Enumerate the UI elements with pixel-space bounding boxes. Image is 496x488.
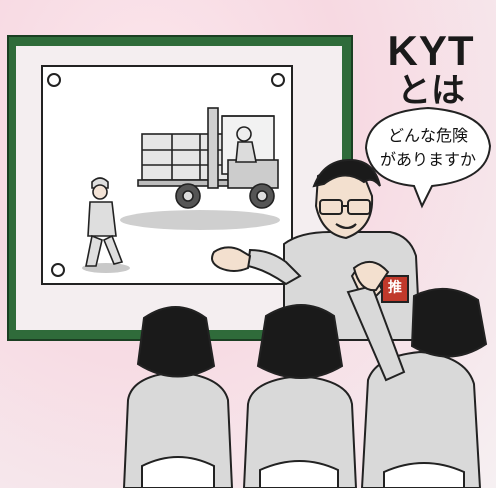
title-sub: とは — [397, 71, 465, 111]
speech-line-2: がありますか — [379, 150, 476, 169]
pin-bottom-left — [51, 263, 65, 277]
page-title: KYT とは — [372, 27, 490, 111]
speech-bubble-text: どんな危険 がありますか — [372, 124, 484, 172]
speech-bubble — [364, 106, 492, 209]
pin-top-left — [47, 73, 61, 87]
audience — [122, 261, 488, 488]
title-main: KYT — [387, 27, 475, 74]
chairs — [141, 456, 465, 488]
forklift-picture — [120, 107, 280, 230]
armband-text: 推 — [388, 280, 402, 296]
speech-line-1: どんな危険 — [387, 126, 468, 145]
pin-top-right — [271, 73, 285, 87]
walking-worker — [82, 177, 130, 273]
